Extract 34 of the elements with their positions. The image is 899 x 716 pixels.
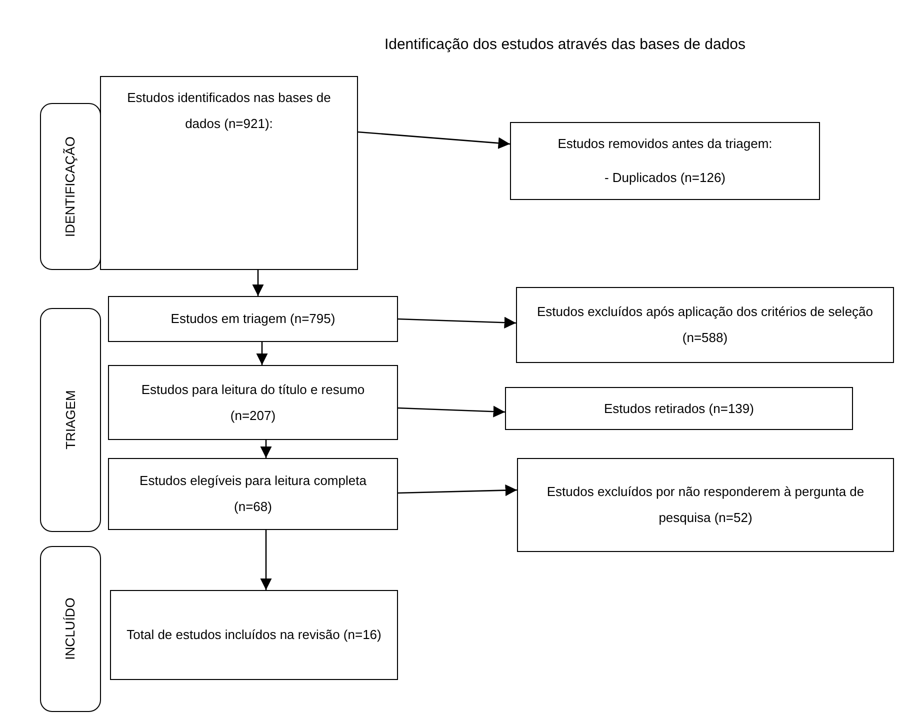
box-text: Estudos retirados (n=139)	[603, 400, 755, 418]
phase-band	[40, 103, 101, 270]
box-text: Estudos em triagem (n=795)	[170, 310, 336, 328]
arrow	[398, 406, 506, 418]
arrow	[256, 342, 268, 365]
arrow	[252, 270, 264, 296]
box-text: Estudos elegíveis para leitura completa (n=68)	[138, 472, 368, 516]
phase-band	[40, 308, 101, 532]
process-box	[108, 458, 398, 530]
process-box	[516, 287, 894, 363]
box-text: Estudos para leitura do título e resumo (n=207)	[140, 380, 366, 425]
process-box	[110, 590, 398, 680]
arrow	[358, 131, 510, 149]
process-box	[510, 122, 820, 200]
process-box	[100, 76, 358, 270]
phase-label: IDENTIFICAÇÃO	[62, 136, 79, 237]
box-text: Total de estudos incluídos na revisão (n=16)	[126, 626, 382, 644]
process-box	[108, 296, 398, 342]
arrow	[260, 440, 272, 458]
process-box	[108, 365, 398, 440]
box-text: Estudos excluídos após aplicação dos critérios de seleção (n=588)	[536, 303, 874, 347]
phase-band	[40, 546, 101, 712]
box-text: Estudos excluídos por não responderem à pergunta de pesquisa (n=52)	[546, 483, 866, 527]
diagram-title: Identificação dos estudos através das bases de dados	[383, 35, 747, 55]
arrow	[398, 484, 518, 496]
box-text: - Duplicados (n=126)	[603, 169, 727, 187]
box-text: Estudos removidos antes da triagem:	[556, 135, 774, 153]
box-text: Estudos identificados nas bases de dados (n=921):	[126, 89, 332, 133]
arrow	[398, 316, 516, 328]
phase-label: TRIAGEM	[62, 390, 79, 450]
arrow	[260, 530, 272, 590]
phase-label: INCLUÍDO	[62, 598, 79, 660]
process-box	[517, 458, 894, 552]
process-box	[505, 387, 853, 430]
